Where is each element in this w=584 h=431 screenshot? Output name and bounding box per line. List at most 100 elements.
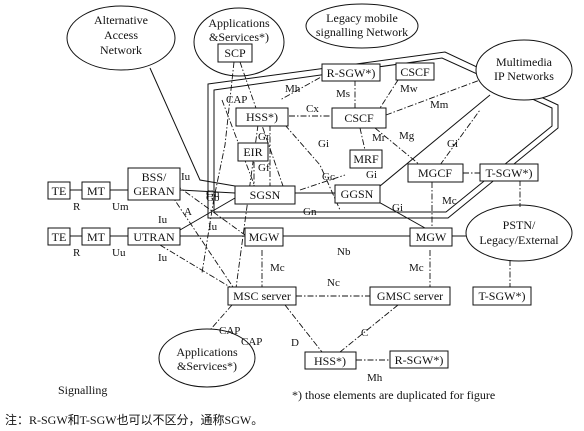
label-cap-b2: CAP [241,336,262,348]
line-bss-sgsn [179,189,236,194]
box-scp-label: SCP [224,46,246,60]
cloud-legacy-mobile-signalling [305,3,419,49]
label-mm: Mm [430,99,449,111]
label-r-1: R [73,201,81,213]
cloud-legacy-line2: signalling Network [316,25,408,39]
signal-msc-hss [284,304,323,353]
box-gmsc-server[interactable]: GMSC server [369,286,451,306]
box-bss-line1: BSS/ [142,170,167,184]
box-gmsc-label: GMSC server [377,289,443,303]
signal-gc [299,174,346,191]
box-sgsn[interactable]: SGSN [234,185,296,205]
signal-bss-mgw [175,184,246,236]
label-gn-bottom: Gn [303,206,317,218]
label-iu-left: Iu [158,214,168,226]
label-gi-left: Gi [318,138,329,150]
box-mt-2[interactable]: MT [81,227,111,246]
box-te-1-label: TE [52,184,67,198]
label-uu: Uu [112,247,126,259]
box-te-1[interactable]: TE [47,181,71,200]
label-gf: Gf [258,162,270,174]
label-mh-bottom: Mh [367,372,383,384]
box-hss-bottom[interactable]: HSS*) [304,351,357,370]
cloud-multimedia-ip-networks [475,39,573,101]
box-r-sgw-bottom[interactable]: R-SGW*) [389,350,449,369]
signal-bss-msc [169,192,236,291]
cloud-alternative-access-network [66,5,176,71]
box-cscf-main[interactable]: CSCF [331,107,387,129]
cloud-applications-services-top [193,7,285,77]
box-ggsn-label: GGSN [341,187,374,201]
im-domain-outline [207,51,559,219]
box-eir[interactable]: EIR [237,142,269,162]
cloud-pstn-line2: Legacy/External [479,233,559,247]
box-t-sgw-top-label: T-SGW*) [486,166,533,180]
box-t-sgw-top[interactable]: T-SGW*) [479,163,539,182]
box-mgw-right[interactable]: MGW [409,227,453,247]
box-r-sgw-top[interactable]: R-SGW*) [321,63,381,82]
box-t-sgw-bottom[interactable]: T-SGW*) [472,286,532,306]
box-utran[interactable]: UTRAN [127,227,181,246]
box-bss-geran[interactable]: BSS/ GERAN [127,167,181,201]
box-bss-line2: GERAN [133,184,175,198]
label-c: C [361,327,368,339]
box-ggsn[interactable]: GGSN [334,184,381,204]
box-mgcf[interactable]: MGCF [407,163,464,183]
box-eir-label: EIR [243,145,262,159]
label-um: Um [112,201,129,213]
cloud-alt-line2: Access [104,28,138,42]
box-mgw-left[interactable]: MGW [244,227,284,247]
label-gi-ggsn: Gi [392,202,403,214]
label-r-2: R [73,247,81,259]
box-cscf-top-label: CSCF [400,65,430,79]
label-gi-right: Gi [447,138,458,150]
box-cscf-main-label: CSCF [344,111,374,125]
box-mgcf-label: MGCF [418,166,452,180]
box-sgsn-label: SGSN [250,188,281,202]
signal-mm [385,79,481,116]
label-mc-left: Mc [270,262,285,274]
label-gb: Gb [206,192,220,204]
label-gi-mrf: Gi [366,169,377,181]
box-hss-top[interactable]: HSS*) [235,107,289,127]
label-a: A [184,206,192,218]
box-scp[interactable]: SCP [217,43,253,63]
box-mgw-right-label: MGW [416,230,447,244]
cloud-apps-top-line1: Applications [208,16,270,30]
label-gc: Gc [322,171,335,183]
box-mrf[interactable]: MRF [349,149,383,169]
cloud-alt-line1: Alternative [94,13,148,27]
cloud-alt-line3: Network [100,43,142,57]
signal-hss-gmsc [284,124,341,211]
box-mt-1[interactable]: MT [81,181,111,200]
box-msc-label: MSC server [233,289,291,303]
label-mr: Mr [372,132,386,144]
cloud-pstn-line1: PSTN/ [503,218,536,232]
box-r-sgw-bottom-label: R-SGW*) [395,353,444,367]
label-iu-top: Iu [181,171,191,183]
label-nc: Nc [327,277,340,289]
box-te-2[interactable]: TE [47,227,71,246]
cloud-legacy-line1: Legacy mobile [326,11,398,25]
legend-note: 注：R-SGW和T-SGW也可以不区分，通称SGW。 [5,412,263,427]
box-cscf-top[interactable]: CSCF [395,62,435,81]
label-cap-top: CAP [226,94,247,106]
box-msc-server[interactable]: MSC server [227,286,297,306]
cloud-multimedia-line2: IP Networks [494,69,554,83]
label-cx: Cx [306,103,319,115]
box-mt-2-label: MT [87,230,106,244]
label-mc-right: Mc [409,262,424,274]
cloud-apps-bottom-line2: &Services*) [177,359,237,373]
box-hss-top-label: HSS*) [246,110,278,124]
signal-mr [359,127,366,151]
label-mc-right-top: Mc [442,195,457,207]
box-utran-label: UTRAN [133,230,175,244]
signal-cap-top [221,99,261,201]
cloud-apps-bottom-line1: Applications [176,345,238,359]
box-mgw-left-label: MGW [249,230,280,244]
signal-utran-msc [159,244,236,291]
box-t-sgw-bottom-label: T-SGW*) [479,289,526,303]
label-mh-top: Mh [285,83,301,95]
